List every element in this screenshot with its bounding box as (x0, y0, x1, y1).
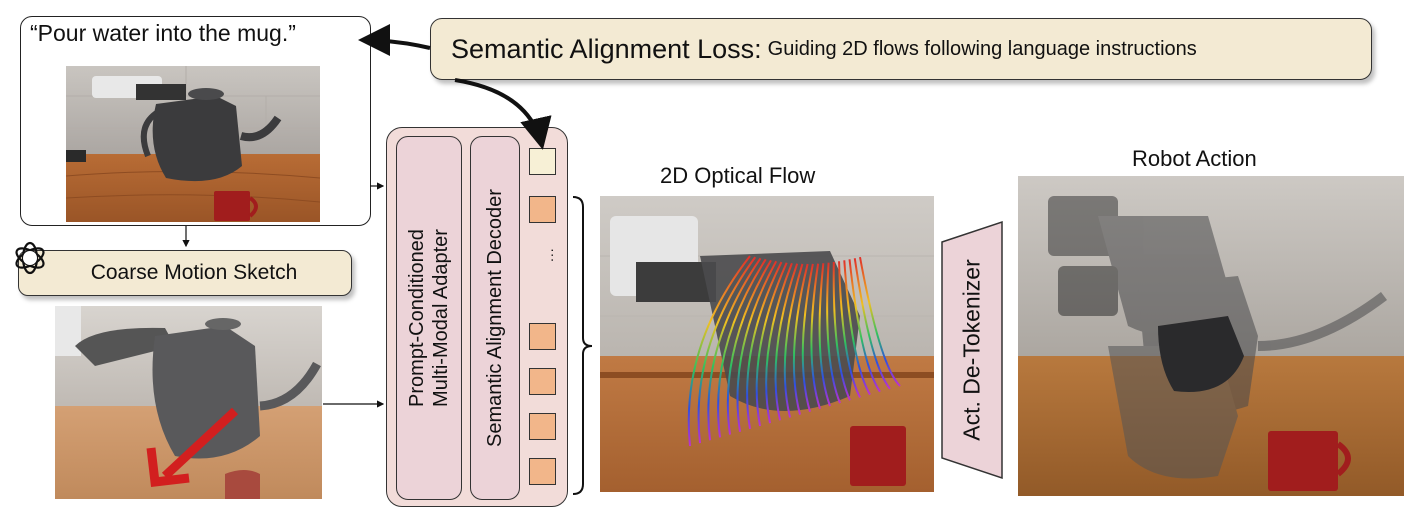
output-token (529, 196, 556, 223)
adapter-module: Prompt-Conditioned Multi-Modal Adapter (396, 136, 462, 500)
arrow-loss-to-token (454, 78, 552, 150)
flow-trajectory (826, 262, 841, 404)
flow-trajectory (783, 263, 804, 418)
flow-trajectory (843, 260, 871, 396)
detokenizer-label: Act. De-Tokenizer (958, 259, 985, 441)
arrow-loss-to-prompt (358, 24, 431, 57)
robot-action-image (1018, 176, 1404, 496)
detokenizer-shape (941, 220, 1003, 480)
loss-title: Semantic Alignment Loss: (451, 33, 762, 64)
flow-trajectory (707, 257, 762, 441)
flow-trajectory (810, 263, 821, 410)
flow-trajectory (801, 263, 814, 412)
decoder-module: Semantic Alignment Decoder (470, 136, 520, 500)
flow-trajectory (746, 261, 783, 430)
openai-logo-icon (15, 241, 45, 275)
flow-trajectories (687, 255, 901, 447)
flow-trajectory (687, 255, 751, 447)
flow-trajectory (697, 256, 757, 444)
flow-trajectory (717, 258, 767, 438)
flow-trajectory (853, 258, 891, 390)
sketch-label: Coarse Motion Sketch (90, 261, 298, 284)
output-token (529, 323, 556, 350)
output-token (529, 458, 556, 485)
flow-trajectory (774, 263, 799, 421)
bracket-left (572, 196, 593, 495)
input-image-scene (66, 66, 320, 222)
flow-trajectory (792, 263, 809, 415)
loss-subtitle: Guiding 2D flows following language inst… (767, 37, 1197, 60)
prompt-text: “Pour water into the mug.” (30, 20, 296, 46)
flow-trajectory (765, 262, 793, 424)
output-token (529, 368, 556, 395)
flow-trajectory (736, 260, 778, 432)
flow-trajectory (848, 259, 881, 393)
flow-trajectory (832, 262, 851, 401)
flow-trajectory (859, 256, 901, 387)
output-token (529, 413, 556, 440)
action-heading: Robot Action (1132, 146, 1257, 171)
flow-trajectory (755, 262, 788, 427)
optical-flow-image (600, 196, 934, 492)
flow-heading: 2D Optical Flow (660, 163, 816, 188)
motion-sketch-image (55, 306, 322, 499)
semantic-alignment-loss-box: Semantic Alignment Loss: Guiding 2D flow… (430, 18, 1372, 80)
coarse-motion-sketch-box: Coarse Motion Sketch (18, 250, 352, 296)
flow-trajectory (838, 261, 861, 398)
flow-trajectory (818, 263, 831, 407)
flow-trajectory (726, 259, 772, 435)
